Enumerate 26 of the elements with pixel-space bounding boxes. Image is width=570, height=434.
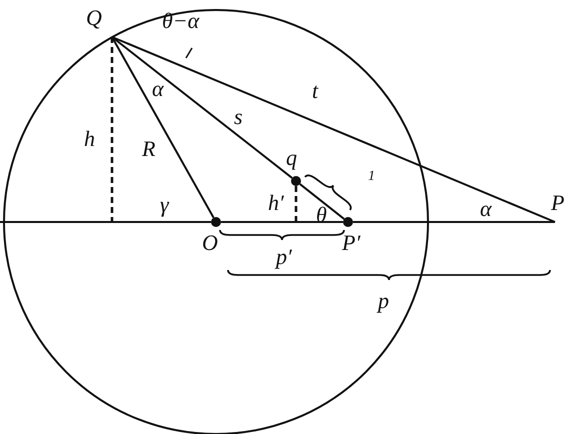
- line-segment: [299, 183, 345, 220]
- edge-label: t: [312, 80, 318, 102]
- line-segment: [111, 36, 293, 179]
- math-label: α: [152, 78, 164, 100]
- math-label: p′: [276, 246, 292, 268]
- line-segment: [112, 36, 556, 223]
- line-segment: [0, 221, 211, 223]
- math-label: h′: [268, 192, 284, 214]
- math-label: h: [84, 128, 95, 150]
- math-label: 1: [368, 170, 375, 184]
- point-label: q: [286, 147, 297, 169]
- height-line: [294, 186, 298, 222]
- math-label: α: [480, 198, 492, 220]
- point-label: P′: [342, 232, 360, 254]
- edge-label: R: [142, 138, 156, 160]
- line-segment: [353, 221, 555, 223]
- math-label: θ−α: [162, 10, 200, 32]
- height-line: [110, 37, 114, 222]
- math-label: γ: [160, 194, 169, 216]
- math-label: p: [378, 290, 389, 312]
- point-label: Q: [86, 7, 102, 29]
- point-label: P: [551, 192, 564, 214]
- edge-label: s: [234, 106, 243, 128]
- line-segment: [221, 221, 343, 223]
- line-segment: [111, 36, 214, 218]
- point-label: O: [202, 232, 218, 254]
